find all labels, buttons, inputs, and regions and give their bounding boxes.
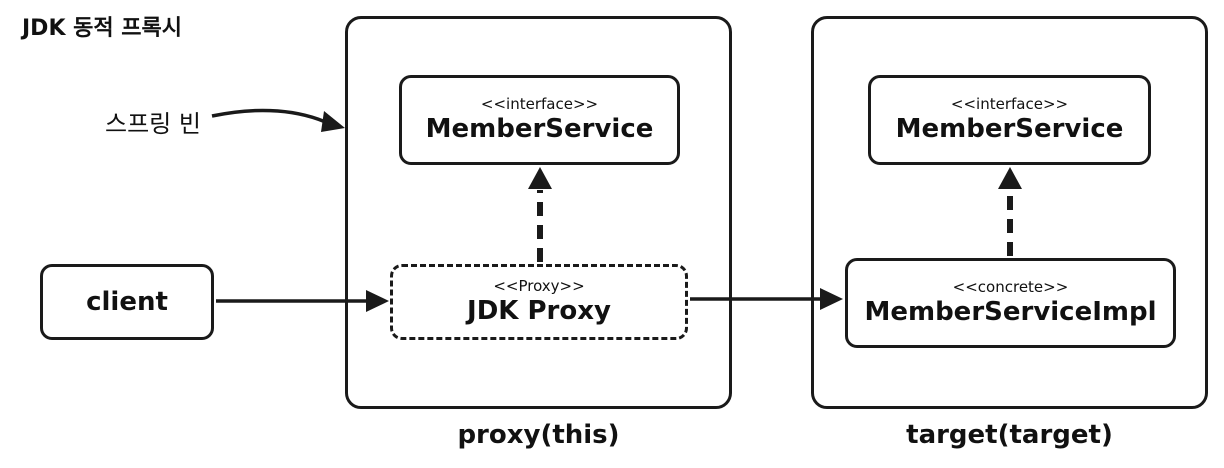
- target-interface-stereotype: <<interface>>: [950, 95, 1069, 113]
- proxy-interface-name: MemberService: [425, 114, 654, 144]
- client-box: client: [40, 264, 214, 340]
- jdk-proxy-stereotype: <<Proxy>>: [493, 277, 585, 295]
- target-interface-box: <<interface>> MemberService: [868, 75, 1151, 165]
- proxy-interface-stereotype: <<interface>>: [480, 95, 599, 113]
- jdk-proxy-box: <<Proxy>> JDK Proxy: [390, 264, 688, 340]
- target-interface-name: MemberService: [895, 114, 1124, 144]
- jdk-proxy-name: JDK Proxy: [467, 296, 611, 326]
- impl-name: MemberServiceImpl: [864, 297, 1157, 327]
- target-caption: target(target): [906, 420, 1113, 450]
- spring-bean-arrow-head: [321, 111, 345, 132]
- spring-bean-arrow-line: [211, 108, 331, 126]
- client-label: client: [86, 287, 168, 317]
- impl-stereotype: <<concrete>>: [952, 278, 1069, 296]
- proxy-interface-box: <<interface>> MemberService: [399, 75, 680, 165]
- member-service-impl-box: <<concrete>> MemberServiceImpl: [845, 258, 1176, 348]
- spring-bean-label: 스프링 빈: [105, 110, 201, 138]
- diagram-title: JDK 동적 프록시: [22, 16, 183, 41]
- proxy-caption: proxy(this): [457, 420, 620, 450]
